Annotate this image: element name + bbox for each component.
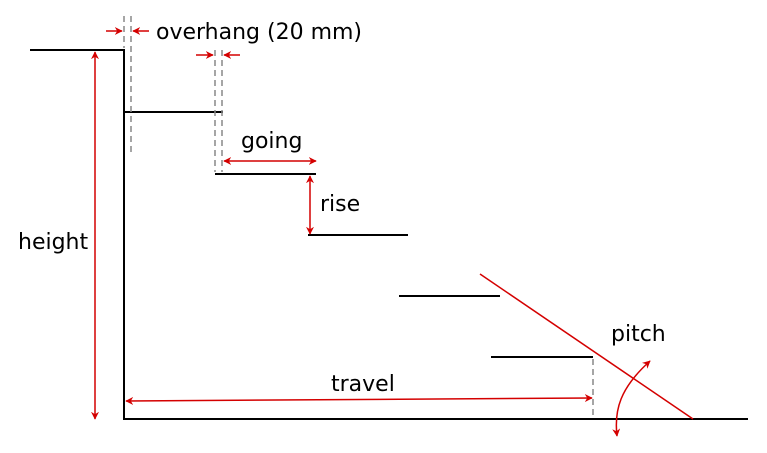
going-label: going — [241, 129, 302, 154]
height-label: height — [18, 230, 88, 255]
pitch-line — [479, 273, 694, 420]
travel-arrow — [125, 394, 593, 405]
pitch-label: pitch — [611, 322, 666, 347]
stair-structure — [30, 49, 748, 420]
travel-label: travel — [331, 372, 395, 397]
dimension-lines — [91, 27, 694, 437]
pitch-arc — [612, 360, 651, 437]
guide-lines — [123, 16, 594, 418]
rise-label: rise — [320, 192, 360, 217]
overhang-label: overhang (20 mm) — [156, 20, 362, 45]
